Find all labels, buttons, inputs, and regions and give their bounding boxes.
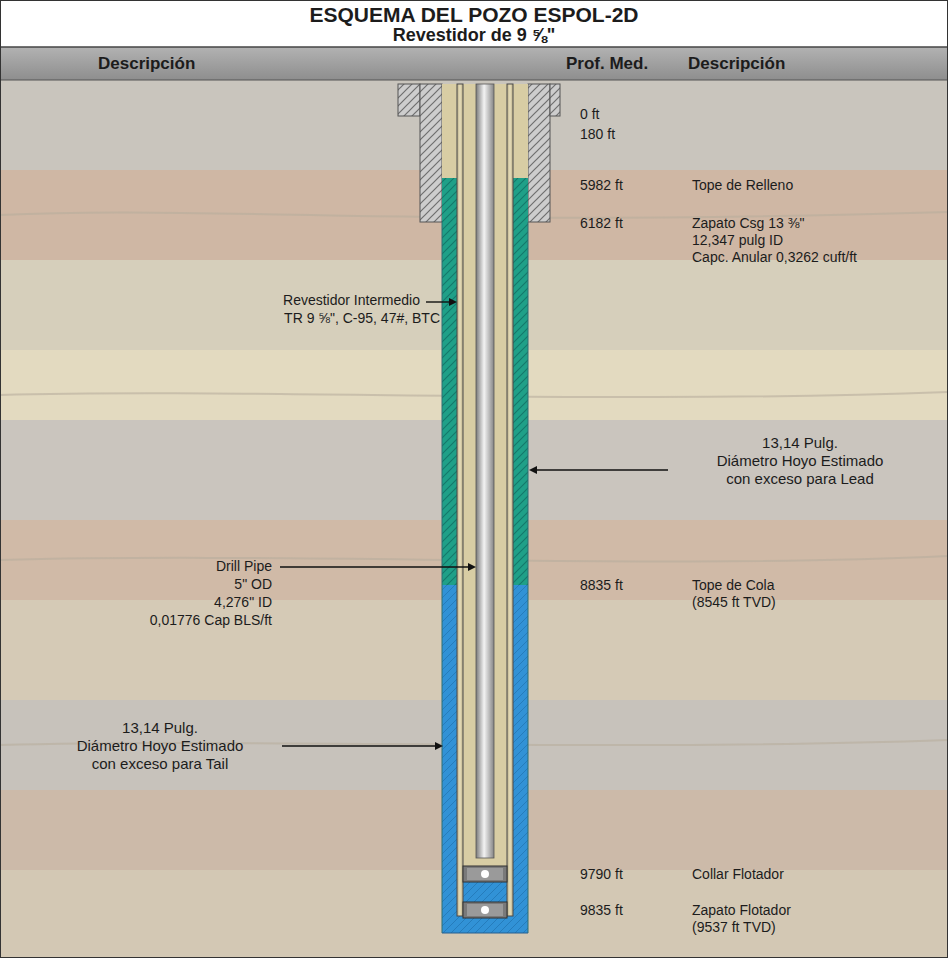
part-label: 5" OD [234, 576, 272, 592]
subtitle: Revestidor de 9 ⅝" [393, 25, 556, 46]
part-label: con exceso para Tail [92, 755, 228, 772]
depth-description: Collar Flotador [692, 866, 784, 882]
depth-description: Zapato Flotador [692, 902, 791, 918]
depth-description: Tope de Cola [692, 577, 775, 593]
column-header: Prof. Med. [566, 54, 648, 74]
column-header: Descripción [98, 54, 195, 74]
title: ESQUEMA DEL POZO ESPOL-2D [309, 3, 638, 27]
part-label: 13,14 Pulg. [762, 434, 838, 451]
depth-label: 5982 ft [580, 177, 623, 193]
part-label: Diámetro Hoyo Estimado [77, 737, 244, 754]
depth-description: (9537 ft TVD) [692, 919, 776, 935]
depth-label: 9790 ft [580, 866, 623, 882]
depth-description: Tope de Relleno [692, 177, 793, 193]
depth-label: 8835 ft [580, 577, 623, 593]
column-header: Descripción [688, 54, 785, 74]
depth-description: (8545 ft TVD) [692, 594, 776, 610]
part-label: Diámetro Hoyo Estimado [717, 452, 884, 469]
depth-label: 6182 ft [580, 215, 623, 231]
part-label: con exceso para Lead [726, 470, 874, 487]
depth-description: Zapato Csg 13 ⅜" [692, 215, 804, 231]
part-label: Drill Pipe [216, 558, 272, 574]
depth-description: 12,347 pulg ID [692, 232, 783, 248]
part-label: Revestidor Intermedio [283, 292, 420, 308]
part-label: 0,01776 Cap BLS/ft [150, 612, 272, 628]
depth-description: Capc. Anular 0,3262 cuft/ft [692, 249, 857, 265]
part-label: 4,276" ID [214, 594, 272, 610]
part-label: TR 9 ⅝", C-95, 47#, BTC [284, 310, 440, 326]
depth-label: 0 ft [580, 106, 599, 122]
depth-label: 180 ft [580, 126, 615, 142]
depth-label: 9835 ft [580, 902, 623, 918]
part-label: 13,14 Pulg. [122, 719, 198, 736]
